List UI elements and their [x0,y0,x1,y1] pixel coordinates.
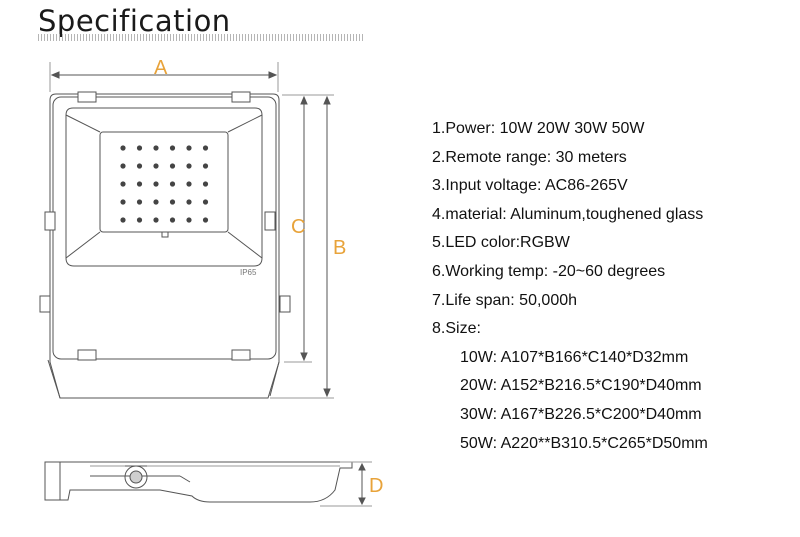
led-dot [186,199,192,205]
led-array [120,145,209,223]
front-view [39,91,291,399]
led-dot [120,181,126,187]
spec-led-color: 5.LED color:RGBW [432,234,570,252]
spec-input-voltage: 3.Input voltage: AC86-265V [432,177,628,195]
size-10w: 10W: A107*B166*C140*D32mm [460,348,689,366]
page-title: Specification [38,4,231,38]
spec-life-span: 7.Life span: 50,000h [432,291,578,309]
led-dot [169,199,176,205]
dimension-a-line [49,62,279,92]
led-dot [169,217,176,223]
title-underline [38,34,364,41]
led-dot [136,163,143,169]
led-dot [136,199,143,205]
size-30w: 30W: A167*B226.5*C200*D40mm [460,405,702,423]
led-dot [202,163,209,169]
spec-power: 1.Power: 10W 20W 30W 50W [432,120,645,137]
size-list: 10W: A107*B166*C140*D32mm 20W: A152*B216… [432,344,792,458]
led-dot [136,181,143,187]
led-dot [120,163,126,169]
led-dot [169,181,176,187]
spec-size-heading: 8.Size: [432,320,481,338]
dimension-d-line [320,461,372,507]
led-dot [169,145,176,151]
led-dot [153,163,159,169]
spec-working-temp: 6.Working temp: -20~60 degrees [432,262,666,280]
led-dot [186,181,192,187]
led-dot [202,199,209,205]
dimension-label-d: D [369,475,383,497]
size-50w: 50W: A220**B310.5*C265*D50mm [460,434,708,452]
led-dot [153,217,159,223]
led-dot [153,145,159,151]
led-dot [136,217,143,223]
spec-material: 4.material: Aluminum,toughened glass [432,205,704,223]
dimension-label-c: C [291,216,305,238]
dimension-label-b: B [333,237,346,259]
led-dot [202,145,209,151]
led-dot [120,217,126,223]
led-dot [120,199,126,205]
side-view [44,461,353,503]
spec-list: 1.Power: 10W 20W 30W 50W 2.Remote range:… [432,115,792,458]
led-dot [136,145,143,151]
led-dot [186,145,192,151]
ip-rating-marking: IP65 [240,268,257,277]
size-20w: 20W: A152*B216.5*C190*D40mm [460,377,702,395]
led-dot [202,181,209,187]
led-dot [169,163,176,169]
dimension-b-line [270,94,334,399]
led-dot [186,217,192,223]
led-dot [153,181,159,187]
led-dot [186,163,192,169]
led-dot [120,145,126,151]
dimension-label-a: A [154,57,168,79]
led-dot [153,199,159,205]
led-dot [202,217,209,223]
spec-remote-range: 2.Remote range: 30 meters [432,148,627,166]
